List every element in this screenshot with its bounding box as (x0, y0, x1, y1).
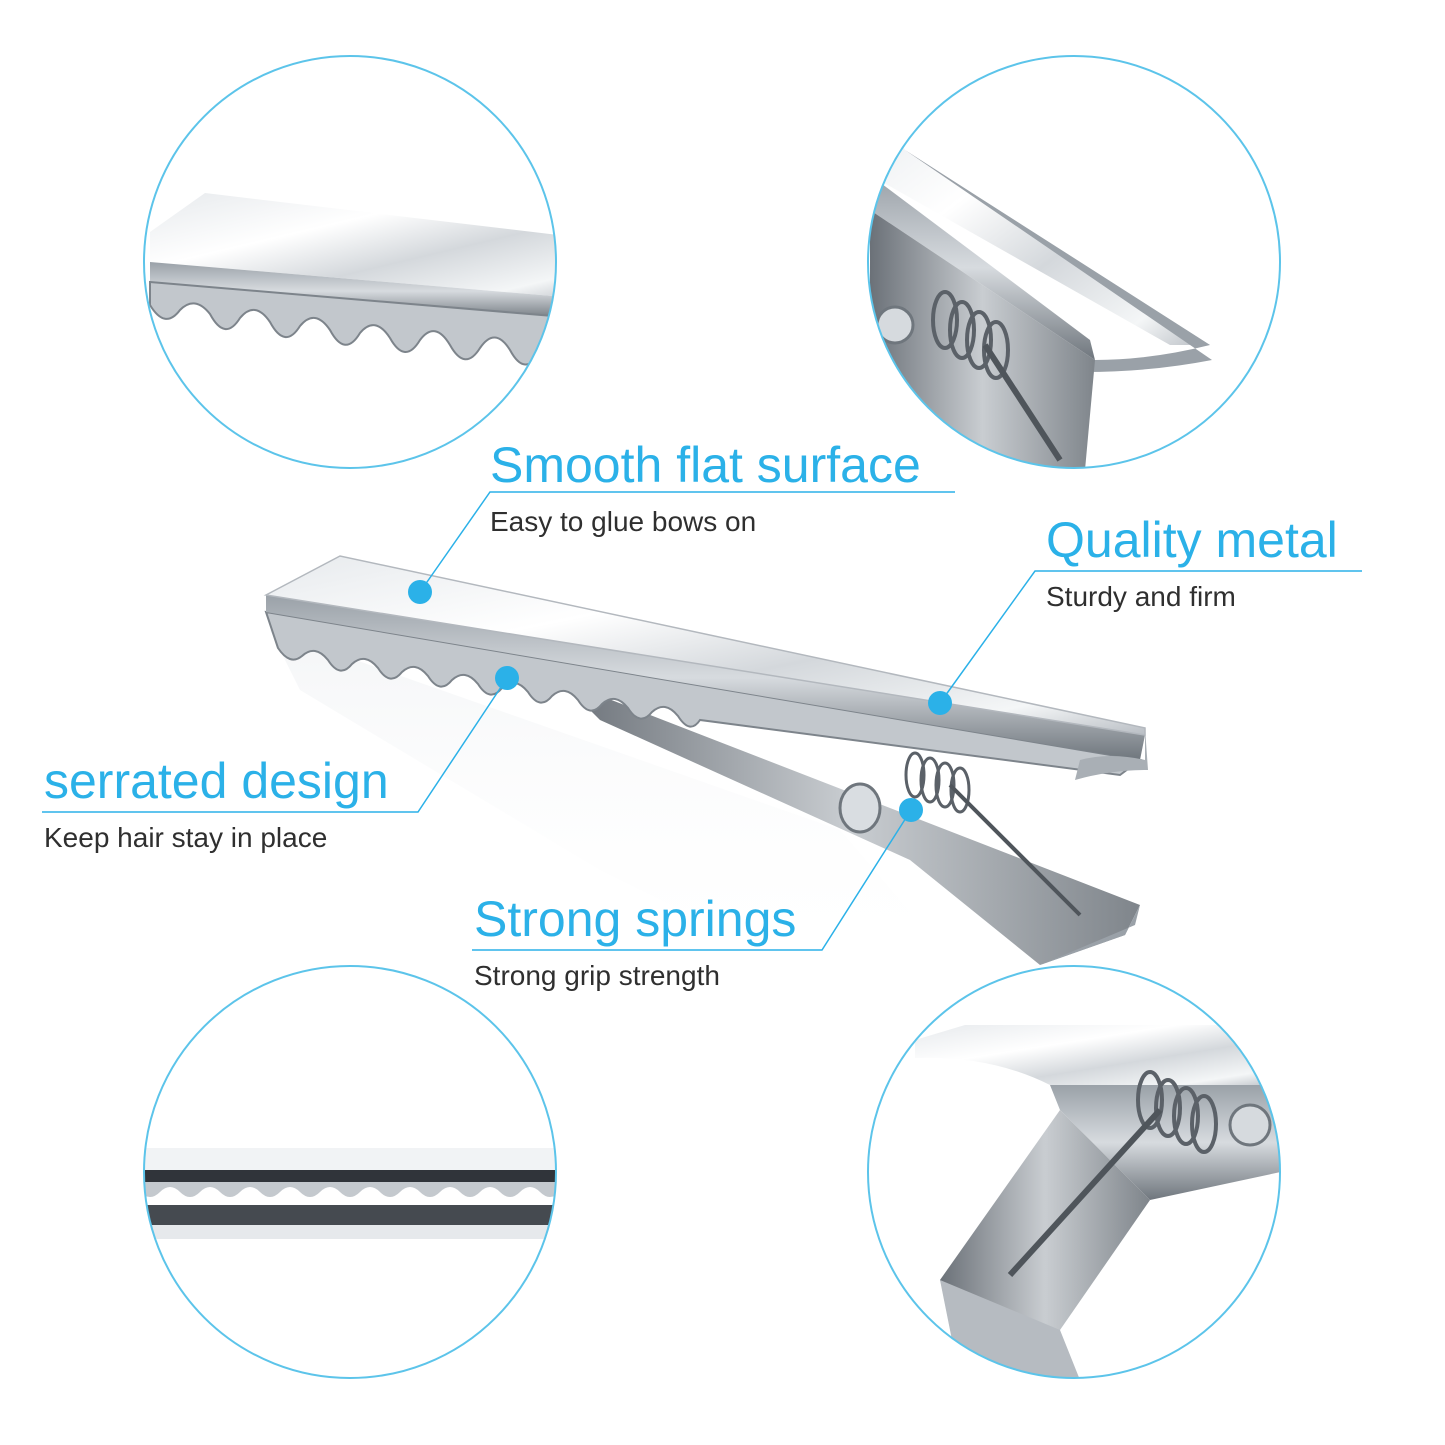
callout-quality (928, 570, 1362, 715)
zoom-circle-clip-tip (867, 55, 1281, 469)
zoom-circle-serrated-edge (143, 55, 557, 469)
feature-title: serrated design (44, 753, 389, 809)
feature-title: Quality metal (1046, 512, 1338, 568)
zoom-circle-side-profile (143, 965, 557, 1379)
feature-title: Strong springs (474, 891, 797, 947)
callout-dot-smooth (408, 580, 432, 604)
spring-coil (904, 751, 971, 814)
feature-subtitle: Keep hair stay in place (44, 822, 328, 853)
feature-serrated-design: serrated design Keep hair stay in place (44, 756, 389, 852)
feature-subtitle: Easy to glue bows on (490, 506, 757, 537)
feature-title: Smooth flat surface (490, 437, 921, 493)
zoom-circle-clip-jaw (867, 965, 1281, 1379)
feature-subtitle: Sturdy and firm (1046, 581, 1236, 612)
spring-coil-detail (931, 290, 1010, 380)
callout-dot-springs (899, 798, 923, 822)
feature-smooth-surface: Smooth flat surface Easy to glue bows on (490, 440, 921, 536)
callout-smooth (408, 491, 955, 604)
callout-serrated (42, 666, 519, 813)
clip-serrated-teeth (264, 610, 1143, 777)
callout-dot-quality (928, 691, 952, 715)
feature-quality-metal: Quality metal Sturdy and firm (1046, 515, 1338, 611)
callout-dot-serrated (495, 666, 519, 690)
callout-springs (472, 798, 923, 951)
pivot-rivet (838, 782, 882, 834)
feature-subtitle: Strong grip strength (474, 960, 720, 991)
alligator-clip (263, 555, 1148, 970)
feature-strong-springs: Strong springs Strong grip strength (474, 894, 796, 990)
